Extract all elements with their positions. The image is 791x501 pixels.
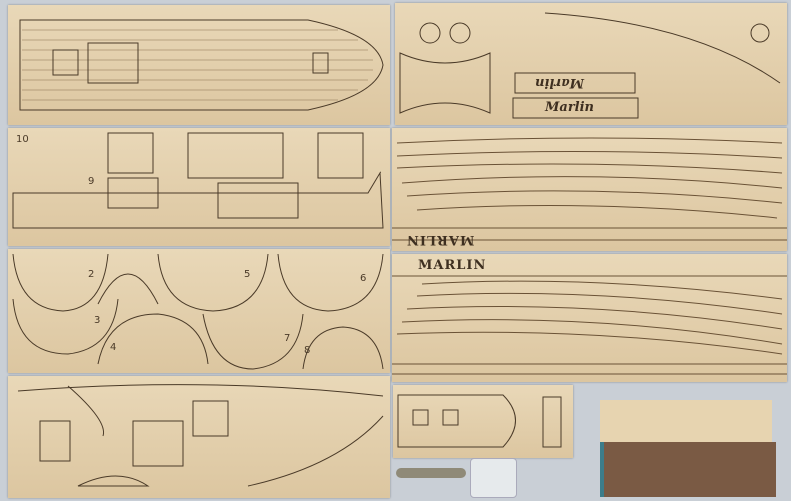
planks-sheet-2: MARLIN (392, 254, 787, 382)
frame-number-6: 6 (360, 273, 367, 284)
name-script-2: Marlin (545, 100, 594, 115)
walnut-board (600, 442, 776, 497)
frame-number-8: 8 (304, 345, 311, 356)
fittings-outline (399, 12, 781, 119)
sides-sheet: 10 9 (8, 128, 390, 246)
frame-number-3: 3 (94, 315, 101, 326)
planks-sheet-1: MARLIN (392, 128, 787, 251)
planks-outline-1 (392, 137, 787, 241)
small-deck-outline (397, 394, 562, 448)
frames-sheet: 2 3 4 5 6 7 8 (8, 249, 390, 373)
veneer-board (600, 400, 772, 442)
sides-outline (12, 132, 384, 229)
deck-outline (19, 19, 384, 111)
glue-bottle (470, 458, 517, 498)
keel-outline (17, 384, 384, 487)
frame-number-4: 4 (110, 342, 117, 353)
name-stamp-inverted: MARLIN (406, 232, 475, 247)
part-number-10: 10 (16, 134, 29, 145)
name-script-1: Marlin (535, 75, 584, 90)
fittings-sheet: Marlin Marlin (395, 3, 787, 125)
small-deck-sheet (393, 385, 573, 458)
frame-number-7: 7 (284, 333, 291, 344)
rigging-thread (396, 468, 466, 478)
part-number-9: 9 (88, 176, 95, 187)
deck-sheet (8, 5, 390, 125)
frame-number-2: 2 (88, 269, 95, 280)
planks-outline-2 (392, 275, 787, 375)
frames-outline (12, 253, 384, 370)
name-stamp: MARLIN (418, 258, 487, 273)
frame-number-5: 5 (244, 269, 251, 280)
keel-sheet (8, 376, 390, 498)
